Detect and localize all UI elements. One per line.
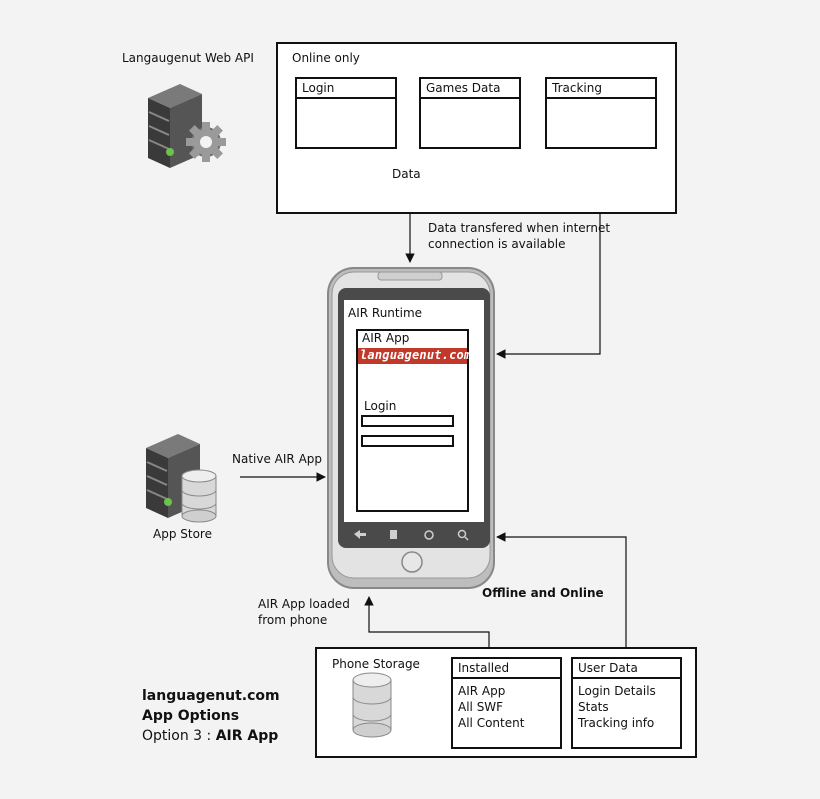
tracking-module-header: Tracking — [547, 79, 655, 99]
loaded-note-line1: AIR App loaded — [258, 597, 350, 611]
installed-item: All SWF — [458, 700, 504, 714]
installed-item: AIR App — [458, 684, 506, 698]
server-gear-icon — [148, 84, 226, 168]
userdata-phone-arrow — [496, 532, 631, 657]
installed-to-phone-arrow — [364, 596, 490, 658]
installed-panel: Installed AIR App All SWF All Content — [451, 657, 562, 749]
footer-line3: Option 3 : AIR App — [142, 726, 280, 746]
tracking-to-phone-arrow — [496, 149, 605, 359]
storage-database-icon — [352, 672, 392, 738]
user-data-header: User Data — [573, 659, 680, 679]
user-data-item: Stats — [578, 700, 609, 714]
username-input[interactable] — [361, 415, 454, 427]
footer-title-block: languagenut.com App Options Option 3 : A… — [142, 686, 280, 746]
footer-line2: App Options — [142, 708, 240, 724]
tracking-module: Tracking — [545, 77, 657, 149]
user-data-panel: User Data Login Details Stats Tracking i… — [571, 657, 682, 749]
user-data-item: Login Details — [578, 684, 656, 698]
footer-line1: languagenut.com — [142, 688, 280, 704]
password-input[interactable] — [361, 435, 454, 447]
user-data-item: Tracking info — [578, 716, 655, 730]
footer-line3-bold: AIR App — [215, 728, 279, 744]
database-icon — [181, 469, 217, 523]
transfer-note-line1: Data transfered when internet — [428, 221, 611, 235]
installed-header: Installed — [453, 659, 560, 679]
air-runtime-label: AIR Runtime — [348, 306, 423, 320]
games-data-module-header: Games Data — [421, 79, 519, 99]
transfer-note-line2: connection is available — [428, 237, 566, 251]
installed-item: All Content — [458, 716, 525, 730]
app-store-server-icon — [146, 434, 217, 523]
data-label: Data — [392, 167, 421, 181]
air-app-label: AIR App — [362, 331, 410, 345]
login-label: Login — [364, 399, 397, 413]
languagenut-logo: languagenut.com — [358, 348, 472, 364]
native-air-app-label: Native AIR App — [232, 452, 323, 466]
footer-line3-prefix: Option 3 : — [142, 728, 216, 744]
offline-online-label: Offline and Online — [482, 586, 604, 600]
games-data-module: Games Data — [419, 77, 521, 149]
login-module-header: Login — [297, 79, 395, 99]
online-only-label: Online only — [292, 51, 360, 65]
login-module: Login — [295, 77, 397, 149]
phone-storage-label: Phone Storage — [332, 657, 420, 671]
web-api-label: Langaugenut Web API — [122, 51, 254, 65]
app-store-label: App Store — [153, 527, 212, 541]
loaded-note-line2: from phone — [258, 613, 328, 627]
